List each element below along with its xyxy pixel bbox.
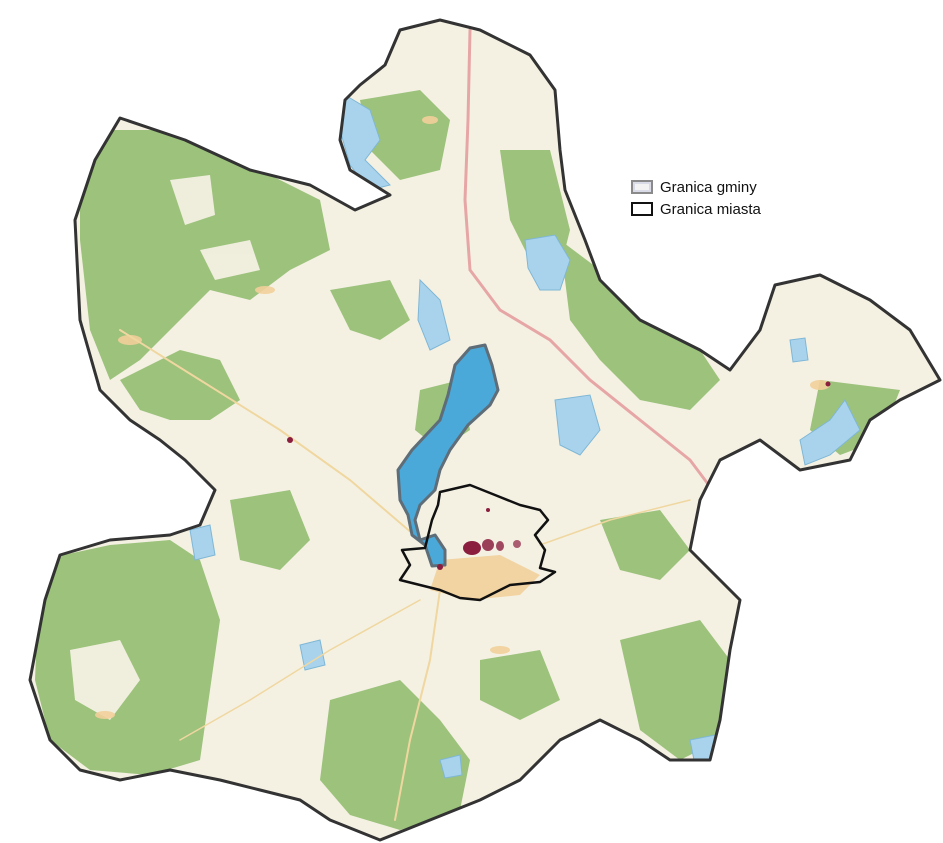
hotspot-city-4 [513, 540, 521, 548]
road-west [119, 329, 421, 541]
hotspot-city-north [486, 508, 490, 512]
urban-village-w [118, 335, 142, 345]
urban-village-n [422, 116, 438, 124]
clearing-nw [170, 175, 215, 225]
forest-center-west [230, 490, 310, 570]
forest-west-mid [120, 350, 240, 420]
municipality-boundary [28, 18, 942, 842]
road-southwest [179, 599, 421, 741]
hotspot-east [825, 381, 831, 387]
legend-item-city-boundary: Granica miasta [631, 198, 761, 220]
roads [119, 28, 722, 821]
hotspot-city-2 [482, 539, 494, 551]
city-boundary-swatch-icon [631, 202, 653, 216]
water-east-river [799, 399, 861, 466]
municipality-boundary-swatch-icon [631, 180, 653, 194]
legend-item-municipality-boundary: Granica gminy [631, 176, 761, 198]
forest-north-central [360, 90, 450, 180]
road-east [539, 499, 691, 546]
hotspot-city-3 [496, 541, 504, 551]
hotspots [287, 381, 831, 570]
legend-label: Granica miasta [660, 200, 761, 218]
urban-city-center [430, 555, 540, 600]
forest-northeast [560, 240, 720, 410]
hotspot-city-west [437, 564, 443, 570]
forest-southeast [620, 620, 730, 760]
water-south-small [439, 754, 463, 779]
expressway [463, 28, 722, 502]
city-boundary [398, 483, 557, 602]
legend-label: Granica gminy [660, 178, 757, 196]
water-west-small [189, 524, 216, 561]
clearings [70, 175, 260, 720]
urban-areas [95, 116, 830, 719]
forest-south [320, 680, 470, 830]
hotspot-west [287, 437, 293, 443]
urban-village-e [810, 380, 830, 390]
clearing-sw [70, 640, 140, 720]
map-legend: Granica gminy Granica miasta [631, 176, 761, 220]
water-north-channel [417, 278, 451, 351]
urban-village-nw [255, 286, 275, 294]
hotspot-city-1 [463, 541, 481, 555]
water-east-lake [554, 394, 601, 456]
forest-east [600, 510, 690, 580]
forest-center-south [480, 650, 560, 720]
water-south-pond [299, 639, 326, 671]
water-northeast-pond [789, 337, 809, 363]
urban-village-s [490, 646, 510, 654]
urban-village-sw [95, 711, 115, 719]
road-south [394, 589, 441, 821]
main-lake [396, 343, 500, 568]
forest-central-left [330, 280, 410, 340]
clearing-w [200, 240, 260, 280]
water-north-lake [339, 94, 391, 191]
water-northeast-bay [524, 234, 571, 291]
